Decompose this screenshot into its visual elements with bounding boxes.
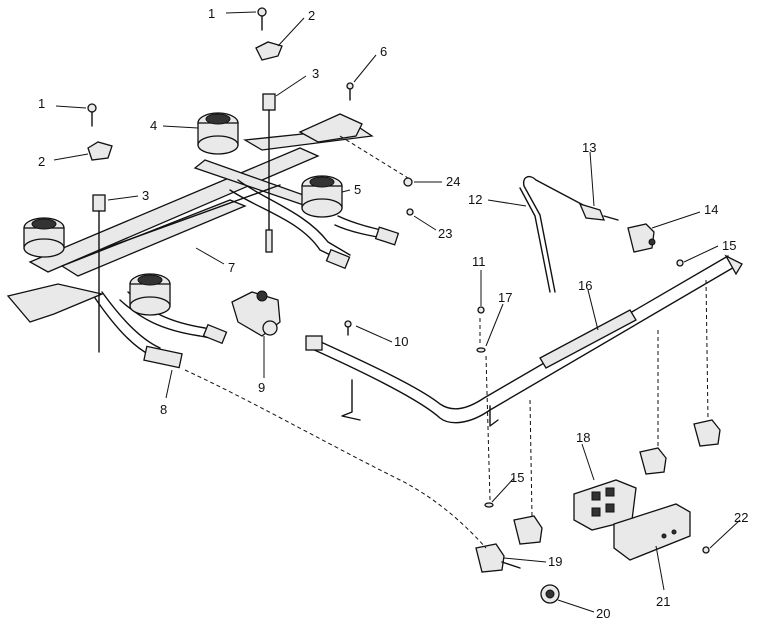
control-knob bbox=[540, 584, 560, 604]
callout-23: 23 bbox=[438, 226, 452, 241]
callout-15-right: 15 bbox=[722, 238, 736, 253]
burner-tubes bbox=[94, 179, 400, 369]
callout-10: 10 bbox=[394, 334, 408, 349]
callout-1-top: 1 bbox=[208, 6, 215, 21]
callout-7: 7 bbox=[228, 260, 235, 275]
callout-17: 17 bbox=[498, 290, 512, 305]
valve-14 bbox=[627, 223, 656, 253]
callout-19: 19 bbox=[548, 554, 562, 569]
callout-11: 11 bbox=[472, 254, 486, 269]
burner-heads bbox=[23, 112, 343, 316]
callout-22: 22 bbox=[734, 510, 748, 525]
callout-2-left: 2 bbox=[38, 154, 45, 169]
leader-lines bbox=[53, 11, 741, 613]
hardware-parts bbox=[87, 7, 710, 554]
callout-6: 6 bbox=[380, 44, 387, 59]
callout-20: 20 bbox=[596, 606, 610, 621]
burner-head-front-left bbox=[129, 273, 171, 316]
callout-3-top: 3 bbox=[312, 66, 319, 81]
callout-1-left: 1 bbox=[38, 96, 45, 111]
callout-labels: 1 2 3 6 1 2 3 4 5 24 23 7 8 9 10 11 17 1… bbox=[38, 6, 748, 621]
callout-24: 24 bbox=[446, 174, 460, 189]
burner-head-front-right bbox=[301, 175, 343, 218]
callout-21: 21 bbox=[656, 594, 670, 609]
callout-8: 8 bbox=[160, 402, 167, 417]
callout-16: 16 bbox=[578, 278, 592, 293]
burner-head-rear-right bbox=[197, 112, 239, 155]
callout-9: 9 bbox=[258, 380, 265, 395]
callout-12: 12 bbox=[468, 192, 482, 207]
burner-frame bbox=[6, 113, 374, 323]
callout-18: 18 bbox=[576, 430, 590, 445]
callout-4: 4 bbox=[150, 118, 157, 133]
assembly-lines bbox=[184, 135, 709, 549]
callout-13: 13 bbox=[582, 140, 596, 155]
cover-plate bbox=[613, 503, 691, 561]
pressure-regulator bbox=[231, 290, 281, 337]
manifold-pipe bbox=[305, 254, 743, 427]
burner-head-rear-left bbox=[23, 217, 65, 258]
callout-5: 5 bbox=[354, 182, 361, 197]
thermocouple-tube bbox=[519, 175, 619, 293]
callout-3-left: 3 bbox=[142, 188, 149, 203]
callout-2-top: 2 bbox=[308, 8, 315, 23]
callout-15-bottom: 15 bbox=[510, 470, 524, 485]
callout-14: 14 bbox=[704, 202, 718, 217]
burner-valves bbox=[475, 419, 721, 573]
